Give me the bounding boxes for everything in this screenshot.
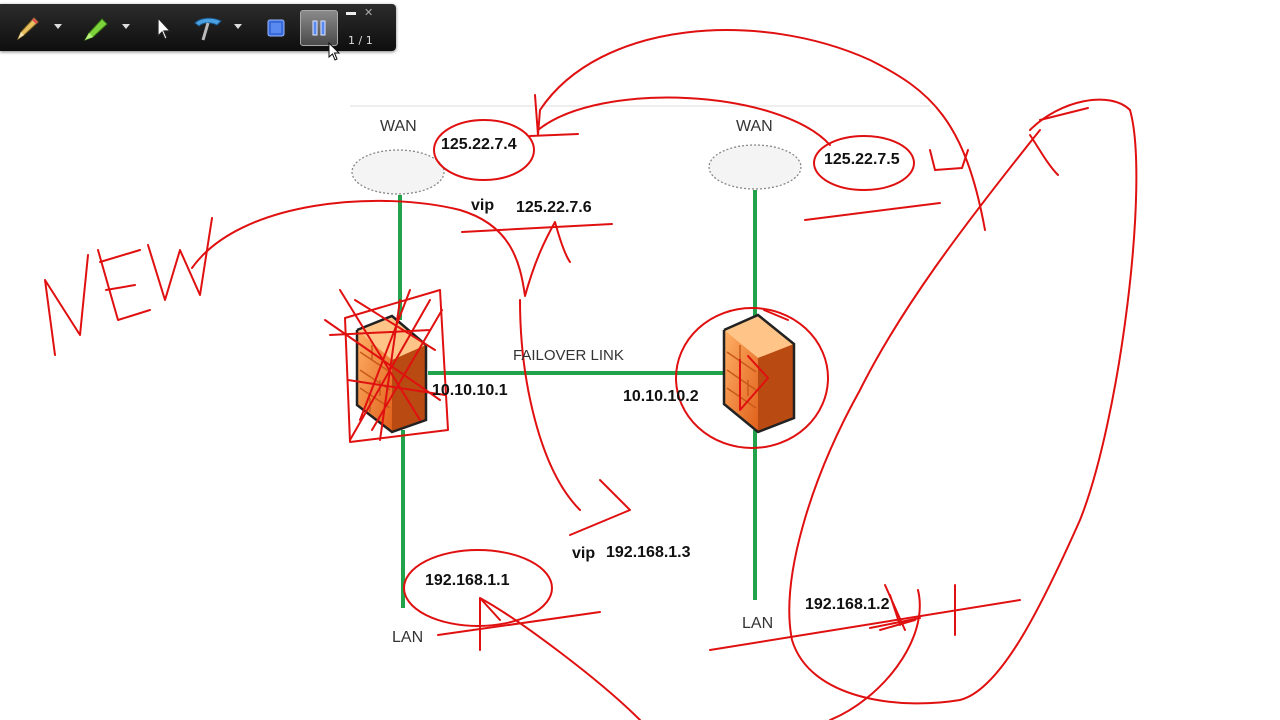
lan-ip-left: 192.168.1.1 [425,572,510,589]
pen-options-caret[interactable] [54,24,62,29]
eraser-tool-button[interactable] [190,12,226,44]
ink-letter-n [44,254,89,356]
pencil-icon [16,17,39,41]
ink-arrow-to-vip-lan [519,299,631,536]
wan-ip-left: 125.22.7.4 [441,136,517,153]
annotation-toolbar: ✕ 1 / 1 [0,4,396,51]
minimize-button[interactable] [346,12,356,15]
vip-lan-prefix: vip [572,545,596,562]
failover-ip-right: 10.10.10.2 [623,388,699,405]
ink-underline-lan-right [709,599,1021,651]
ink-underline-wan-right [804,202,941,221]
ink-arc-top [534,29,986,231]
vip-lan-ip: 192.168.1.3 [606,544,691,561]
vip-wan-prefix: vip [471,197,495,214]
close-icon: ✕ [364,6,374,19]
ink-arrow-new-to-vip [191,199,571,297]
ink-circle-fw-right [675,307,829,449]
ink-box-fw-left [344,289,449,443]
wan-ip-right: 125.22.7.5 [824,151,900,168]
failover-link-label: FAILOVER LINK [513,347,624,364]
blue-square-icon [267,19,285,37]
ink-circle-lan-left [403,549,553,627]
pointer-tool-button[interactable] [148,12,178,44]
highlighter-options-caret[interactable] [122,24,130,29]
ink-circle-wan-right [813,135,915,191]
highlighter-tool-button[interactable] [78,12,112,44]
lan-label-left: LAN [392,629,424,646]
pause-button[interactable] [300,10,338,46]
ink-scribble-lan-right [829,584,956,720]
red-ink-annotations [44,29,1138,720]
ink-scribble-u [929,149,969,171]
ink-scribble-fw-right [739,355,769,411]
highlighter-icon [83,18,108,41]
wan-label-right: WAN [736,118,773,135]
eraser-options-caret[interactable] [234,24,242,29]
wan-cloud-right [708,144,802,190]
pen-tool-button[interactable] [10,12,44,44]
close-button[interactable]: ✕ [364,6,373,19]
network-links [398,190,757,608]
ink-shape-right-loop [788,98,1138,705]
ink-shape-right-top [1029,107,1089,176]
ink-arrow-lan-left [479,597,641,720]
failover-ip-left: 10.10.10.1 [432,382,508,399]
ink-tick-fw-right [763,309,789,321]
pause-icon [312,20,326,36]
ink-circle-wan-left [433,119,535,181]
ink-arc-inner [537,96,831,146]
lan-ip-right: 192.168.1.2 [805,596,890,613]
mouse-cursor-icon [328,42,341,61]
ink-scribble-fw-left [324,289,446,441]
vip-wan-ip: 125.22.7.6 [516,199,592,216]
ink-underline-vip-wan [461,223,613,233]
screen-tool-button[interactable] [262,12,290,44]
page-counter: 1 / 1 [348,34,373,47]
wan-label-left: WAN [380,118,417,135]
lan-label-right: LAN [742,615,774,632]
wan-cloud-left [351,149,445,195]
firewall-right-icon [722,313,796,434]
cursor-arrow-icon [157,16,172,40]
ink-letter-w [147,217,213,301]
ink-letter-e [97,249,151,321]
eraser-icon [194,17,222,41]
